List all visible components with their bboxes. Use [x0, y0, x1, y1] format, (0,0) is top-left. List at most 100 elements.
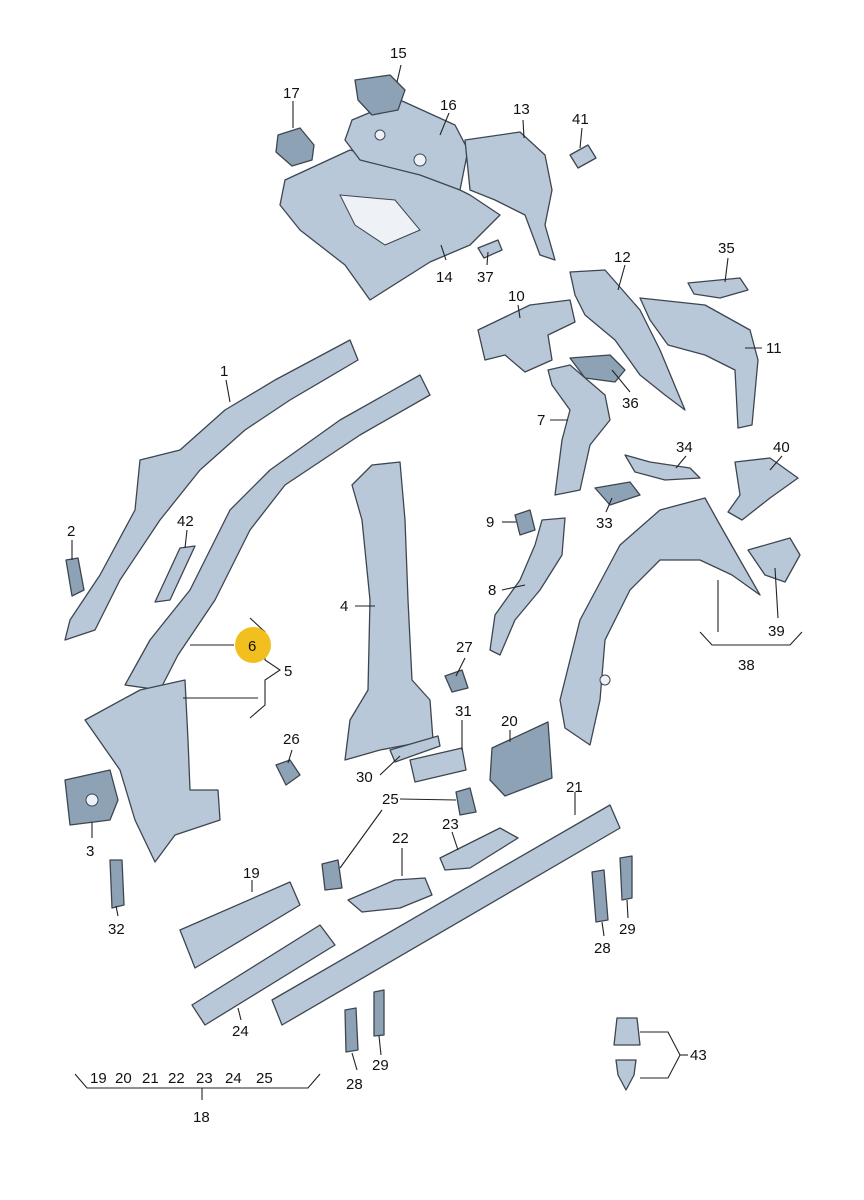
part-20-bracket: [489, 721, 553, 797]
group-item-22: 22: [168, 1070, 185, 1087]
part-17-small-bracket: [275, 127, 315, 167]
part-28-bracket-right: [591, 869, 609, 923]
label-17: 17: [283, 85, 300, 102]
part-7-pillar: [547, 364, 611, 496]
label-2: 2: [67, 523, 75, 540]
part-21-outer-sill: [271, 804, 621, 1026]
part-25-bracket-right: [455, 787, 477, 816]
part-33-bracket: [594, 481, 641, 506]
part-6-a-pillar: [124, 374, 431, 691]
part-8-pillar-lower: [489, 517, 566, 656]
label-9: 9: [486, 514, 494, 531]
label-31: 31: [455, 703, 472, 720]
part-31-bracket: [409, 747, 467, 783]
label-15: 15: [390, 45, 407, 62]
label-14: 14: [436, 269, 453, 286]
group-item-23: 23: [196, 1070, 213, 1087]
part-36-bracket: [569, 354, 626, 383]
label-29-bottom: 29: [372, 1057, 389, 1074]
group-item-19: 19: [90, 1070, 107, 1087]
label-5: 5: [284, 663, 292, 680]
part-39-bracket: [747, 537, 801, 583]
group-18-items: 19 20 21 22 23 24 25: [90, 1070, 273, 1087]
label-43: 43: [690, 1047, 707, 1064]
part-10-bracket: [477, 299, 576, 373]
part-30-bracket: [389, 735, 441, 763]
label-13: 13: [513, 101, 530, 118]
part-3-bracket: [64, 769, 119, 826]
group-item-20: 20: [115, 1070, 132, 1087]
label-19: 19: [243, 865, 260, 882]
part-40-cup: [727, 457, 799, 521]
part-29-bracket-bottom: [373, 989, 385, 1037]
label-28-bottom: 28: [346, 1076, 363, 1093]
label-1: 1: [220, 363, 228, 380]
label-21: 21: [566, 779, 583, 796]
label-40: 40: [773, 439, 790, 456]
label-28-right: 28: [594, 940, 611, 957]
part-38-wheel-arch: [559, 497, 761, 746]
label-30: 30: [356, 769, 373, 786]
part-32-bracket: [109, 859, 125, 909]
label-32: 32: [108, 921, 125, 938]
part-11-rear-inner: [639, 297, 759, 429]
part-19-sill-reinforcement: [179, 881, 301, 969]
part-26-bracket: [275, 759, 301, 786]
label-12: 12: [614, 249, 631, 266]
label-16: 16: [440, 97, 457, 114]
label-20: 20: [501, 713, 518, 730]
part-16-rear-upper-bracket: [344, 99, 469, 191]
label-18: 18: [193, 1109, 210, 1126]
part-41-grommet: [569, 144, 597, 169]
label-27: 27: [456, 639, 473, 656]
label-38: 38: [738, 657, 755, 674]
part-43-fasteners: [613, 1017, 641, 1091]
label-29-right: 29: [619, 921, 636, 938]
part-labels: 15 17 16 13 41 14 37 35 12 10 11 36 7 34…: [67, 45, 790, 1126]
part-12-wheelhouse-upper: [569, 269, 686, 411]
label-33: 33: [596, 515, 613, 532]
part-28-bracket-bottom: [344, 1007, 359, 1053]
group-item-24: 24: [225, 1070, 242, 1087]
label-4: 4: [340, 598, 348, 615]
part-9-bracket: [514, 509, 536, 536]
group-item-25: 25: [256, 1070, 273, 1087]
part-27-bracket: [444, 669, 469, 693]
label-6: 6: [248, 638, 256, 655]
leader-lines: [71, 64, 803, 1100]
highlight-marker: [235, 627, 271, 663]
part-29-bracket-right: [619, 855, 633, 901]
label-22: 22: [392, 830, 409, 847]
part-15-hinge-bracket: [354, 74, 406, 116]
label-8: 8: [488, 582, 496, 599]
part-14-rear-inner-panel: [279, 149, 501, 301]
label-35: 35: [718, 240, 735, 257]
label-26: 26: [283, 731, 300, 748]
label-36: 36: [622, 395, 639, 412]
label-42: 42: [177, 513, 194, 530]
part-42-trim: [154, 545, 196, 603]
label-34: 34: [676, 439, 693, 456]
part-37-clip: [477, 239, 503, 259]
part-2-clip: [65, 557, 85, 597]
group-item-21: 21: [142, 1070, 159, 1087]
label-10: 10: [508, 288, 525, 305]
label-11: 11: [766, 340, 782, 357]
part-1-roof-rail: [64, 339, 359, 641]
label-7: 7: [537, 412, 545, 429]
part-34-bracket: [624, 454, 701, 481]
part-23-bracket: [439, 827, 519, 871]
part-22-bracket: [347, 877, 433, 913]
part-4-b-pillar: [344, 461, 434, 761]
part-24-inner-sill: [191, 924, 336, 1026]
part-35-bracket: [687, 277, 749, 299]
label-23: 23: [442, 816, 459, 833]
label-39: 39: [768, 623, 785, 640]
label-41: 41: [572, 111, 589, 128]
label-25: 25: [382, 791, 399, 808]
label-37: 37: [477, 269, 494, 286]
label-3: 3: [86, 843, 94, 860]
part-13-rear-panel: [464, 131, 556, 261]
label-24: 24: [232, 1023, 249, 1040]
